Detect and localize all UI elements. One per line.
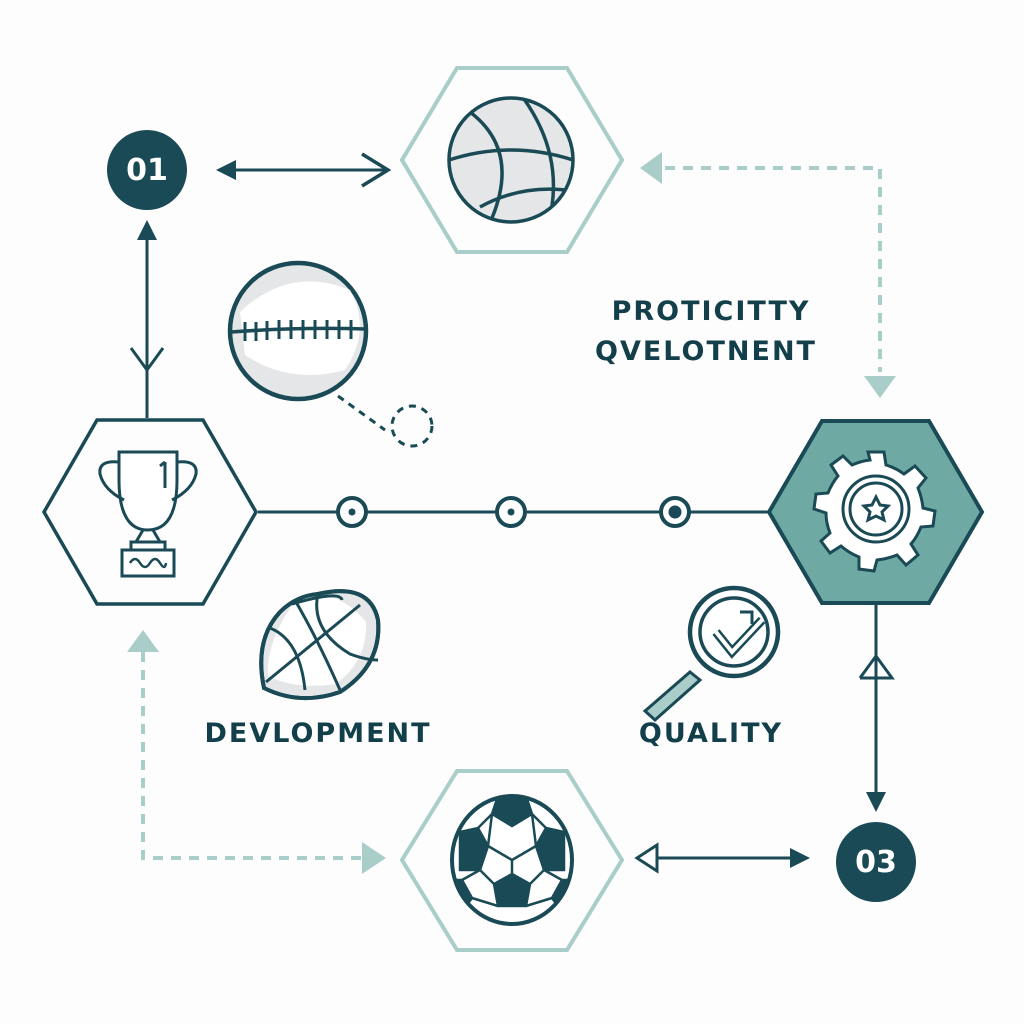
- basketball-icon: [447, 96, 575, 224]
- basketball-hexagon[interactable]: [399, 66, 625, 254]
- productivity-label-line1: PROTICITTY: [611, 296, 811, 327]
- rugby-ball-icon: [259, 589, 381, 701]
- step-badge-01: 01: [107, 130, 187, 210]
- timeline-node: [336, 496, 368, 528]
- gear-hexagon[interactable]: [766, 419, 985, 605]
- arrowhead-down-icon: [864, 376, 896, 398]
- development-label: DEVLOPMENT: [204, 718, 432, 749]
- trophy-icon: [98, 450, 198, 578]
- step-badge-03: 03: [836, 822, 916, 902]
- connector-01-trophy: [129, 220, 165, 418]
- timeline-node: [659, 496, 691, 528]
- arrowhead-up-icon: [127, 630, 159, 652]
- connector-basketball-gear: [665, 166, 882, 372]
- quality-label: QUALITY: [638, 718, 784, 749]
- baseball-icon: [227, 260, 434, 448]
- arrowhead-right-icon: [362, 842, 386, 874]
- connector-soccer-03: [634, 842, 810, 874]
- gear-icon: [812, 450, 937, 573]
- timeline-node: [495, 496, 527, 528]
- magnifier-check-icon: [642, 585, 781, 723]
- trophy-hexagon[interactable]: [41, 418, 259, 606]
- productivity-label-line2: QVELOTNENT: [595, 336, 817, 367]
- connector-trophy-soccer: [141, 652, 362, 860]
- soccer-hexagon[interactable]: [399, 769, 625, 952]
- connector-trophy-gear: [258, 496, 768, 528]
- connector-gear-03: [858, 605, 895, 812]
- arrowhead-left-icon: [640, 152, 662, 184]
- connector-01-basketball: [216, 152, 392, 188]
